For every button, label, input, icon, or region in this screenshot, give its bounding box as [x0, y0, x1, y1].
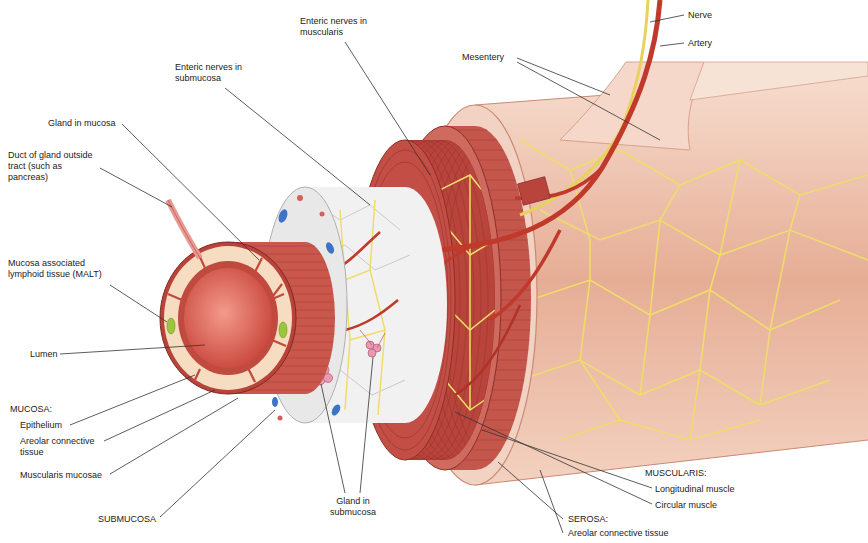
mucosa-gland	[248, 368, 255, 382]
nerve-artery	[518, 177, 551, 205]
leader-line	[160, 410, 275, 517]
part-label: Gland in mucosa	[48, 118, 138, 129]
submucosa-layer	[370, 200, 385, 415]
submucosa-layer	[320, 212, 325, 217]
part-label: SEROSA:	[568, 514, 658, 525]
submucosa-layer	[297, 195, 303, 201]
mucosa-gland	[168, 255, 286, 382]
mucosa-layer	[184, 268, 272, 368]
part-label: Mesentery	[462, 52, 532, 63]
leader-line	[100, 168, 172, 207]
submucosa-layer	[363, 187, 447, 423]
serosa-layer	[475, 440, 868, 485]
part-label: Lumen	[30, 349, 90, 360]
mucosa-gland	[168, 294, 182, 300]
mucosa-gland	[255, 258, 262, 272]
malt	[279, 322, 287, 338]
serosa-layer	[520, 360, 830, 405]
mucosa-layer	[160, 242, 340, 394]
serosa-layer	[690, 160, 740, 440]
part-label: Longitudinal muscle	[655, 484, 765, 495]
submucosa-layer	[272, 397, 278, 407]
malt	[167, 318, 287, 338]
submucosa-layer	[330, 403, 342, 417]
part-label: Areolar connective tissue	[568, 528, 728, 539]
leader-line	[60, 345, 205, 354]
part-label: Artery	[688, 38, 748, 49]
leader-line	[498, 462, 563, 519]
leader-line	[110, 285, 167, 322]
part-label: Enteric nerves in submucosa	[175, 62, 260, 84]
leader-line	[321, 384, 345, 493]
leader-line	[660, 43, 684, 46]
mucosa-gland	[270, 284, 282, 300]
submucosa-layer	[345, 300, 398, 330]
mucosa-layer	[178, 261, 278, 375]
nerve-artery	[490, 230, 560, 320]
serosa-layer	[760, 195, 800, 405]
leader-line	[70, 375, 195, 425]
part-label: Gland in submucosa	[318, 496, 388, 518]
serosa-layer	[530, 280, 840, 330]
part-label: Muscularis mucosae	[20, 470, 120, 481]
part-label: MUCOSA:	[10, 404, 90, 415]
part-label: Areolar connective tissue	[20, 436, 105, 458]
mucosa-gland	[194, 369, 200, 382]
part-label: Circular muscle	[655, 500, 765, 511]
mucosa-layer	[164, 246, 292, 390]
leader-line	[345, 42, 430, 175]
leader-line	[122, 124, 259, 260]
leader-line	[455, 412, 652, 504]
leader-line	[517, 62, 660, 140]
leader-line	[360, 357, 373, 493]
part-label: MUSCULARIS:	[645, 468, 735, 479]
mesentery	[560, 62, 868, 150]
submucosa-layer	[277, 208, 289, 224]
submucosa-layer	[278, 416, 283, 421]
gland-duct	[168, 200, 200, 258]
nerve-artery	[455, 305, 520, 395]
serosa-layer	[560, 420, 760, 440]
part-label: Enteric nerves in muscularis	[300, 16, 385, 38]
leader-line	[104, 390, 215, 441]
submucosa-gland	[368, 349, 376, 357]
mucosa-layer	[160, 242, 296, 394]
part-label: SUBMUCOSA	[98, 514, 178, 525]
mesentery	[690, 62, 868, 100]
mucosa-gland	[272, 340, 286, 346]
part-label: Nerve	[688, 10, 748, 21]
malt	[167, 318, 175, 334]
leader-line	[540, 470, 563, 533]
part-label: Mucosa associated lymphoid tissue (MALT)	[8, 258, 108, 280]
nerve-artery	[440, 0, 660, 250]
circular-muscle	[469, 175, 471, 410]
serosa-layer	[640, 185, 680, 395]
leader-line	[60, 15, 684, 533]
leader-line	[517, 58, 610, 95]
gland-duct	[168, 200, 200, 258]
leader-line	[225, 88, 370, 205]
gland-duct	[168, 200, 200, 258]
submucosa-layer	[324, 241, 335, 255]
leader-line	[482, 430, 652, 488]
part-label: Epithelium	[20, 420, 110, 431]
leader-line	[650, 15, 684, 22]
serosa-layer	[570, 170, 620, 420]
part-label: Duct of gland outside tract (such as pan…	[8, 150, 96, 182]
submucosa-gland	[360, 330, 385, 348]
